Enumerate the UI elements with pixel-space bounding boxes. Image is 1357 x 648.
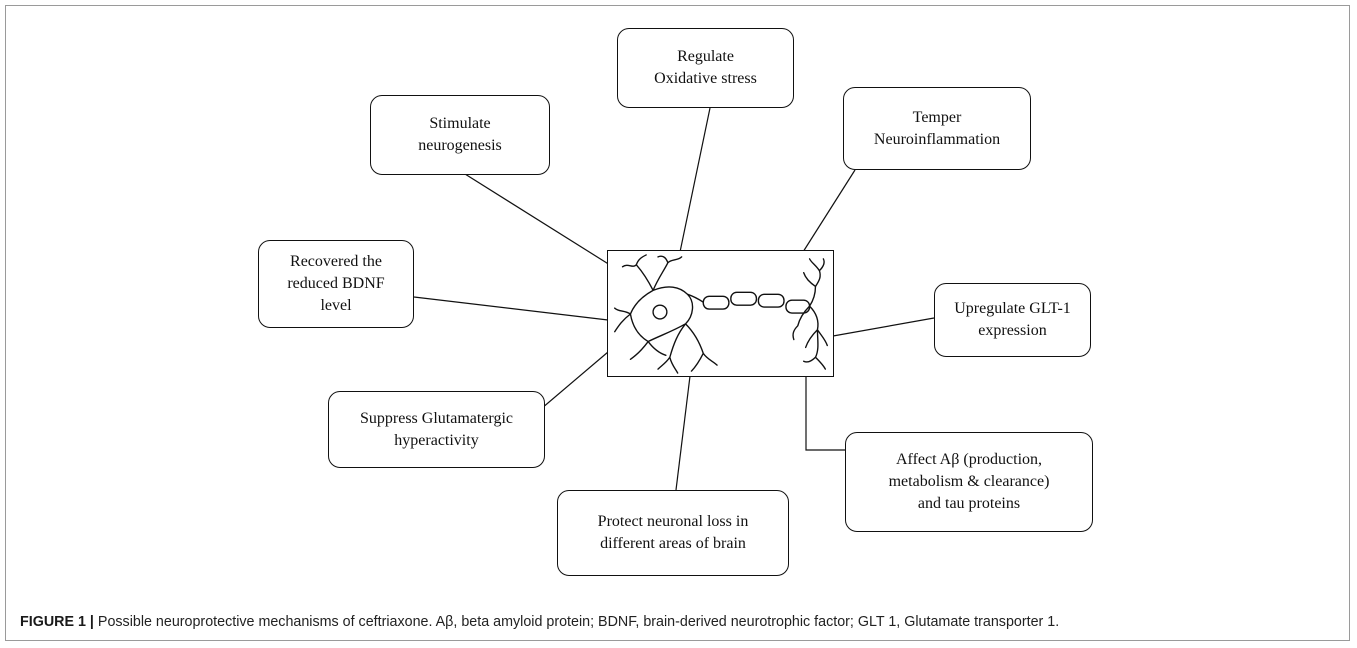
neuron-axon-start — [686, 293, 704, 303]
link-affect — [805, 376, 845, 451]
box-affect-abeta-tau: Affect Aβ (production, metabolism & clea… — [845, 432, 1093, 532]
link-temper — [802, 169, 856, 253]
link-suppress — [534, 351, 609, 415]
caption-text: Possible neuroprotective mechanisms of c… — [97, 614, 1060, 630]
box-recovered-bdnf: Recovered the reduced BDNF level — [258, 240, 414, 328]
label-upregulate: Upregulate GLT-1 expression — [954, 300, 1071, 339]
label-protect: Protect neuronal loss in different areas… — [597, 513, 749, 552]
myelin-2 — [730, 291, 758, 306]
caption-label: FIGURE 1 | — [20, 614, 94, 630]
box-protect-neuronal-loss: Protect neuronal loss in different areas… — [557, 490, 789, 576]
link-recovered — [413, 296, 609, 321]
neuron-illustration — [607, 250, 834, 377]
neuron-nucleus — [652, 304, 668, 320]
link-regulate — [679, 107, 711, 253]
label-temper: Temper Neuroinflammation — [873, 108, 1001, 148]
box-suppress-glutamatergic: Suppress Glutamatergic hyperactivity — [328, 391, 545, 468]
box-regulate-oxidative-stress: Regulate Oxidative stress — [617, 28, 794, 108]
label-suppress: Suppress Glutamatergic hyperactivity — [359, 409, 513, 449]
myelin-1 — [702, 295, 730, 310]
neuron-icon — [614, 254, 828, 374]
label-recovered: Recovered the reduced BDNF level — [287, 253, 385, 314]
link-stimulate — [464, 173, 619, 271]
link-protect — [675, 375, 691, 491]
link-upregulate — [832, 317, 935, 337]
box-upregulate-glt1: Upregulate GLT-1 expression — [934, 283, 1091, 357]
neuron-soma-outline — [614, 254, 718, 374]
box-stimulate-neurogenesis: Stimulate neurogenesis — [370, 95, 550, 175]
myelin-3 — [757, 293, 785, 308]
box-temper-neuroinflammation: Temper Neuroinflammation — [843, 87, 1031, 170]
label-regulate: Regulate Oxidative stress — [654, 48, 757, 87]
figure-caption: FIGURE 1 | Possible neuroprotective mech… — [20, 614, 1340, 630]
label-stimulate: Stimulate neurogenesis — [418, 115, 502, 154]
label-affect: Affect Aβ (production, metabolism & clea… — [888, 451, 1050, 512]
neuron-axon-terminal — [792, 258, 828, 370]
